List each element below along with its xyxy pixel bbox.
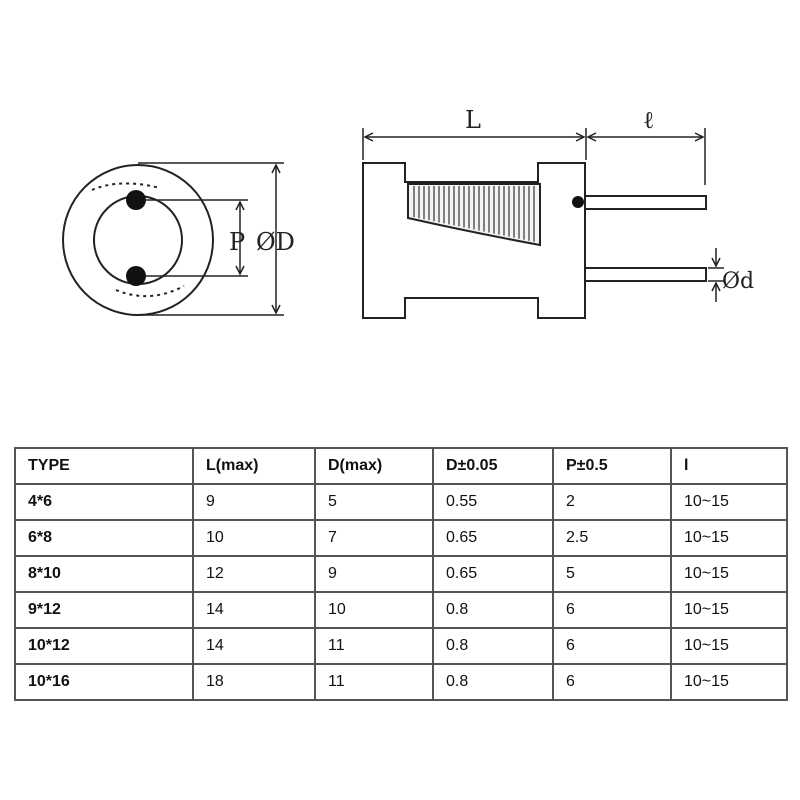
cell-p-tol: 6 [552,663,672,701]
cell-l: 10~15 [670,555,788,593]
cell-l-max: 18 [192,663,316,701]
bobbin-outline [362,162,586,319]
upper-lead [585,195,707,210]
cell-d-tol: 0.8 [432,627,554,665]
cell-type: 9*12 [14,591,194,629]
cell-type: 10*16 [14,663,194,701]
cell-d-max: 11 [314,627,434,665]
cell-d-max: 10 [314,591,434,629]
lead-joint-dot [572,196,584,208]
cell-l: 10~15 [670,519,788,557]
cell-type: 6*8 [14,519,194,557]
p-label: P [229,228,245,256]
cell-p-tol: 6 [552,591,672,629]
cell-d-max: 11 [314,663,434,701]
cell-l-max: 14 [192,627,316,665]
col-header-l-max: L(max) [192,447,316,485]
cell-d-tol: 0.8 [432,663,554,701]
cell-d-tol: 0.8 [432,591,554,629]
cell-l: 10~15 [670,591,788,629]
p-dimension [146,199,248,277]
table-header-row: TYPE L(max) D(max) D±0.05 P±0.5 l [14,447,788,485]
leads [585,195,707,282]
cell-l-max: 10 [192,519,316,557]
cell-d-max: 7 [314,519,434,557]
cell-type: 4*6 [14,483,194,521]
lead-length-label: ℓ [643,106,655,134]
spec-table: TYPE L(max) D(max) D±0.05 P±0.5 l 4*6 9 … [14,447,788,701]
cell-type: 8*10 [14,555,194,593]
table-row: 6*8 10 7 0.65 2.5 10~15 [14,519,788,557]
cell-l-max: 12 [192,555,316,593]
d-dimension [138,162,284,316]
cell-d-max: 5 [314,483,434,521]
top-view [62,164,214,316]
winding-hint-top [91,182,161,191]
lower-lead [585,267,707,282]
table-row: 9*12 14 10 0.8 6 10~15 [14,591,788,629]
cell-d-tol: 0.65 [432,519,554,557]
table-row: 10*16 18 11 0.8 6 10~15 [14,663,788,701]
col-header-d-tol: D±0.05 [432,447,554,485]
lead-length-dimension [586,128,706,185]
inductor-drawing: P ØD L ℓ Ød [62,106,754,319]
cell-d-max: 9 [314,555,434,593]
col-header-type: TYPE [14,447,194,485]
col-header-d-max: D(max) [314,447,434,485]
cell-p-tol: 5 [552,555,672,593]
cell-p-tol: 2.5 [552,519,672,557]
table-row: 10*12 14 11 0.8 6 10~15 [14,627,788,665]
cell-l: 10~15 [670,483,788,521]
winding-lines [413,186,535,242]
cell-l-max: 14 [192,591,316,629]
outer-circle [62,164,214,316]
cell-p-tol: 2 [552,483,672,521]
l-dimension [362,128,587,160]
cell-l-max: 9 [192,483,316,521]
table-row: 8*10 12 9 0.65 5 10~15 [14,555,788,593]
winding-hint-bottom [115,285,185,298]
table-row: 4*6 9 5 0.55 2 10~15 [14,483,788,521]
l-label: L [465,106,481,134]
col-header-l: l [670,447,788,485]
cell-l: 10~15 [670,627,788,665]
small-d-dimension [708,248,724,302]
cell-l: 10~15 [670,663,788,701]
top-pin-dot [126,190,146,210]
phi-d-lower-label: Ød [722,269,754,294]
cell-d-tol: 0.65 [432,555,554,593]
bottom-pin-dot [126,266,146,286]
cell-p-tol: 6 [552,627,672,665]
col-header-p-tol: P±0.5 [552,447,672,485]
cell-d-tol: 0.55 [432,483,554,521]
phi-d-upper-label: ØD [256,228,295,256]
cell-type: 10*12 [14,627,194,665]
